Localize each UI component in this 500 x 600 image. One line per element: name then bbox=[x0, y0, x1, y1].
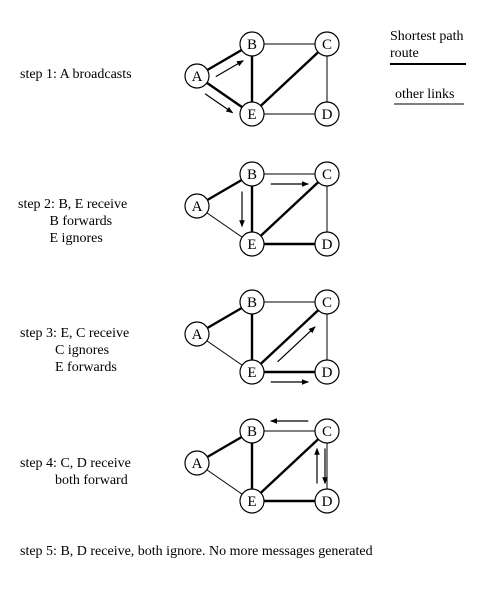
message-arrow-a-to-b bbox=[215, 60, 244, 78]
shortest-path-edge-c-e bbox=[251, 43, 328, 115]
node-c-circle bbox=[314, 418, 340, 444]
node-e-circle bbox=[239, 359, 265, 385]
graph-step2: A B C D E bbox=[184, 161, 340, 257]
node-a-label: A bbox=[192, 456, 203, 472]
step-2-label: step 2: B, E receive B forwards E ignore… bbox=[18, 196, 127, 247]
node-e-label: E bbox=[247, 365, 256, 381]
node-b-circle bbox=[239, 31, 265, 57]
node-b-label: B bbox=[247, 295, 257, 311]
node-c-label: C bbox=[322, 167, 332, 183]
node-e-circle bbox=[239, 101, 265, 127]
node-e-label: E bbox=[247, 107, 256, 123]
step-2-line-1: step 2: B, E receive bbox=[18, 197, 128, 212]
node-b-circle bbox=[239, 161, 265, 187]
message-arrow-e-to-c bbox=[277, 326, 316, 363]
shortest-path-edge-c-e bbox=[251, 173, 328, 245]
graph-step4: A B C D E bbox=[184, 418, 340, 514]
shortest-path-edge-c-e bbox=[251, 430, 328, 502]
node-c-circle bbox=[314, 289, 340, 315]
node-a-circle bbox=[184, 321, 210, 347]
node-d-circle bbox=[314, 101, 340, 127]
node-c-label: C bbox=[322, 295, 332, 311]
step-4-line-2: both forward bbox=[20, 473, 128, 488]
node-e-label: E bbox=[247, 494, 256, 510]
node-b-circle bbox=[239, 418, 265, 444]
legend-shortest-path-label: Shortest path route bbox=[390, 29, 464, 61]
step-5-note: step 5: B, D receive, both ignore. No mo… bbox=[20, 544, 373, 559]
node-a-label: A bbox=[192, 327, 203, 343]
node-b-label: B bbox=[247, 424, 257, 440]
step-3-label: step 3: E, C receive C ignores E forward… bbox=[20, 325, 129, 376]
node-c-label: C bbox=[322, 424, 332, 440]
node-e-circle bbox=[239, 231, 265, 257]
node-d-circle bbox=[314, 359, 340, 385]
step-3-line-1: step 3: E, C receive bbox=[20, 326, 130, 341]
step-4-label: step 4: C, D receive both forward bbox=[20, 455, 131, 489]
step-4-line-1: step 4: C, D receive bbox=[20, 456, 131, 471]
node-b-label: B bbox=[247, 37, 257, 53]
step-2-line-3: E ignores bbox=[18, 231, 103, 246]
node-c-circle bbox=[314, 161, 340, 187]
node-e-circle bbox=[239, 488, 265, 514]
shortest-path-edge-c-e bbox=[251, 301, 328, 373]
node-b-label: B bbox=[247, 167, 257, 183]
step-3-line-3: E forwards bbox=[20, 360, 117, 375]
step-1-label: step 1: A broadcasts bbox=[20, 66, 132, 83]
node-d-label: D bbox=[322, 494, 333, 510]
node-d-label: D bbox=[322, 107, 333, 123]
node-d-circle bbox=[314, 231, 340, 257]
node-d-circle bbox=[314, 488, 340, 514]
step-1-line-1: step 1: A broadcasts bbox=[20, 67, 132, 82]
step-2-line-2: B forwards bbox=[18, 214, 113, 229]
node-c-label: C bbox=[322, 37, 332, 53]
node-d-label: D bbox=[322, 365, 333, 381]
node-e-label: E bbox=[247, 237, 256, 253]
step-3-line-2: C ignores bbox=[20, 343, 110, 358]
node-a-label: A bbox=[192, 199, 203, 215]
node-a-circle bbox=[184, 193, 210, 219]
node-a-label: A bbox=[192, 69, 203, 85]
node-a-circle bbox=[184, 450, 210, 476]
legend-other-links-label: other links bbox=[395, 87, 455, 102]
node-d-label: D bbox=[322, 237, 333, 253]
node-b-circle bbox=[239, 289, 265, 315]
node-c-circle bbox=[314, 31, 340, 57]
message-arrow-a-to-e bbox=[204, 93, 234, 114]
graph-step1: A B C D E bbox=[184, 31, 340, 127]
node-a-circle bbox=[184, 63, 210, 89]
graph-step3: A B C D E bbox=[184, 289, 340, 385]
